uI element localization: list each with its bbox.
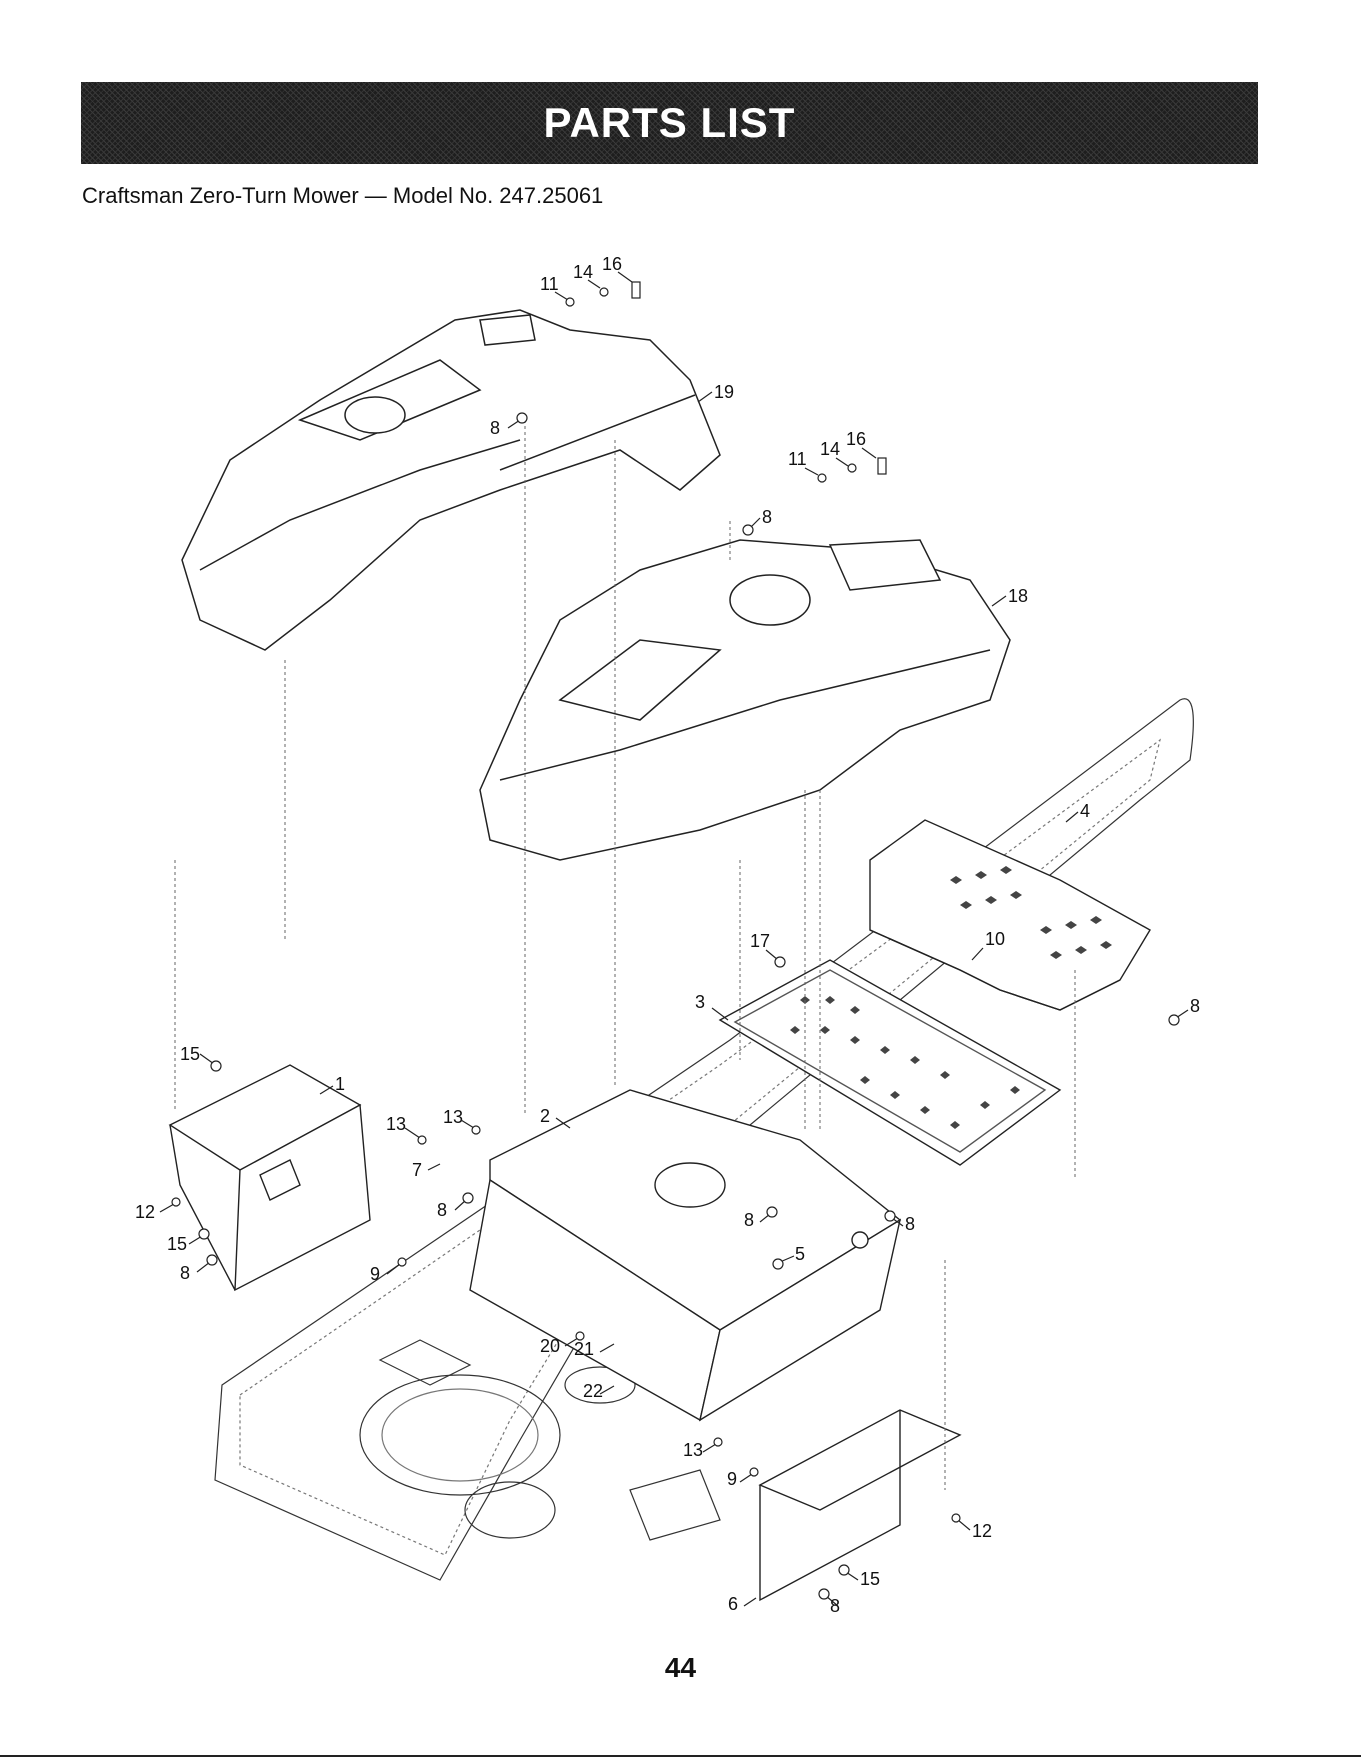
callout-13b: 13: [443, 1107, 463, 1127]
callout-18: 18: [1008, 586, 1028, 606]
callout-13a: 13: [386, 1114, 406, 1134]
floor-pan: [870, 820, 1150, 1010]
callout-17: 17: [750, 931, 770, 951]
callout-22: 22: [583, 1381, 603, 1401]
callout-14a: 14: [573, 262, 593, 282]
callout-8b: 8: [762, 507, 772, 527]
callout-9b: 9: [727, 1469, 737, 1489]
callout-8e: 8: [180, 1263, 190, 1283]
callout-11b: 11: [788, 449, 807, 469]
callout-16b: 16: [846, 429, 866, 449]
page-number: 44: [0, 1652, 1361, 1684]
callout-2: 2: [540, 1106, 550, 1126]
callout-19: 19: [714, 382, 734, 402]
callout-8g: 8: [905, 1214, 915, 1234]
callout-12a: 12: [135, 1202, 155, 1222]
callout-16a: 16: [602, 254, 622, 274]
callout-4: 4: [1080, 801, 1090, 821]
callout-9a: 9: [370, 1264, 380, 1284]
bottom-rule: [0, 1755, 1361, 1757]
callout-20: 20: [540, 1336, 560, 1356]
callout-11a: 11: [540, 274, 559, 294]
callout-5: 5: [795, 1244, 805, 1264]
callout-8a: 8: [490, 418, 500, 438]
callout-13c: 13: [683, 1440, 703, 1460]
callout-8h: 8: [830, 1596, 840, 1616]
callout-3: 3: [695, 992, 705, 1012]
callout-15c: 15: [860, 1569, 880, 1589]
callout-12b: 12: [972, 1521, 992, 1541]
center-console: [480, 540, 1010, 860]
callout-14b: 14: [820, 439, 840, 459]
callout-10: 10: [985, 929, 1005, 949]
callout-6: 6: [728, 1594, 738, 1614]
callout-1: 1: [335, 1074, 345, 1094]
callout-8d: 8: [437, 1200, 447, 1220]
callout-15b: 15: [167, 1234, 187, 1254]
callout-7: 7: [412, 1160, 422, 1180]
callout-15a: 15: [180, 1044, 200, 1064]
callout-8c: 8: [1190, 996, 1200, 1016]
callout-21: 21: [574, 1339, 594, 1359]
callout-8f: 8: [744, 1210, 754, 1230]
left-bracket: [170, 1065, 370, 1290]
control-box: [470, 1090, 900, 1420]
